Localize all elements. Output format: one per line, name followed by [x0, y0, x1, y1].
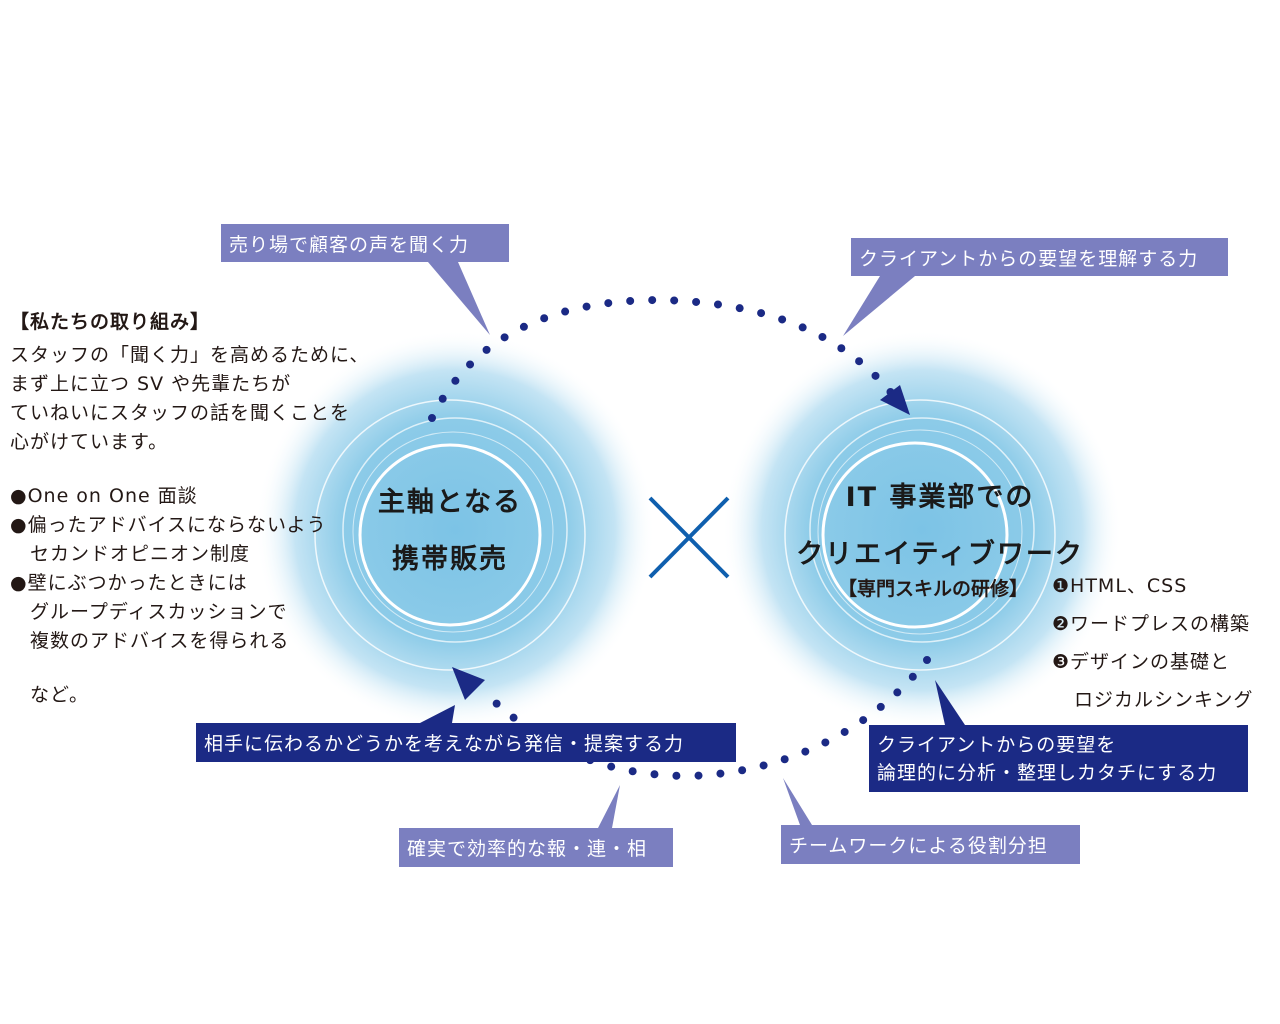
callout-analyze: クライアントからの要望を 論理的に分析・整理しカタチにする力 [869, 725, 1248, 792]
bullet-item-cont: グループディスカッションで [30, 601, 288, 623]
intro-line: ていねいにスタッフの話を聞くことを [10, 402, 351, 424]
callout-analyze-line: 論理的に分析・整理しカタチにする力 [877, 761, 1218, 784]
left-hub-line: 携帯販売 [392, 544, 508, 575]
callout-analyze-line: クライアントからの要望を [877, 733, 1117, 756]
bullet-item: ●壁にぶつかったときには [10, 572, 248, 594]
intro-line: 心がけています。 [10, 431, 169, 453]
callout-report: 確実で効率的な報・連・相 [399, 828, 673, 867]
dotted-arrow-bottom [452, 656, 931, 781]
skill-item: ❶HTML、CSS [1052, 575, 1188, 597]
callout-tails [420, 262, 965, 828]
callout-understand-requests: クライアントからの要望を理解する力 [851, 238, 1228, 276]
bullet-item-cont: セカンドオピニオン制度 [30, 543, 251, 565]
skill-item: ロジカルシンキング [1074, 689, 1254, 711]
cross-icon [648, 496, 730, 579]
intro-line: スタッフの「聞く力」を高めるために、 [10, 344, 370, 366]
right-hub-line: IT 事業部での [845, 482, 1035, 513]
bullet-item-cont: 複数のアドバイスを得られる [30, 630, 290, 652]
left-glow [255, 330, 655, 730]
left-hub-title: 主軸となる 携帯販売 [360, 480, 540, 576]
left-hub-line: 主軸となる [377, 487, 523, 518]
skills-list: ❶HTML、CSS ❷ワードプレスの構築 ❸デザインの基礎と ロジカルシンキング [1052, 567, 1253, 719]
training-label: 【専門スキルの研修】 [838, 578, 1029, 600]
right-hub-title: IT 事業部での クリエイティブワーク [780, 475, 1100, 571]
callout-teamwork: チームワークによる役割分担 [781, 825, 1080, 864]
skill-item: ❷ワードプレスの構築 [1052, 613, 1251, 635]
right-glow [722, 330, 1122, 730]
callout-propose: 相手に伝わるかどうかを考えながら発信・提案する力 [196, 723, 736, 762]
intro-line: まず上に立つ SV や先輩たちが [10, 373, 292, 395]
intro-closing: など。 [30, 684, 90, 706]
right-hub-line: クリエイティブワーク [796, 539, 1084, 570]
dotted-arrow-top [428, 295, 910, 422]
skill-item: ❸デザインの基礎と [1052, 651, 1231, 673]
callout-listen-customers: 売り場で顧客の声を聞く力 [221, 224, 509, 262]
bullet-item: ●One on One 面談 [10, 485, 198, 507]
intro-heading: 【私たちの取り組み】 [10, 311, 211, 333]
intro-text: 【私たちの取り組み】 スタッフの「聞く力」を高めるために、 まず上に立つ SV … [10, 308, 369, 710]
bullet-item: ●偏ったアドバイスにならないよう [10, 514, 327, 536]
